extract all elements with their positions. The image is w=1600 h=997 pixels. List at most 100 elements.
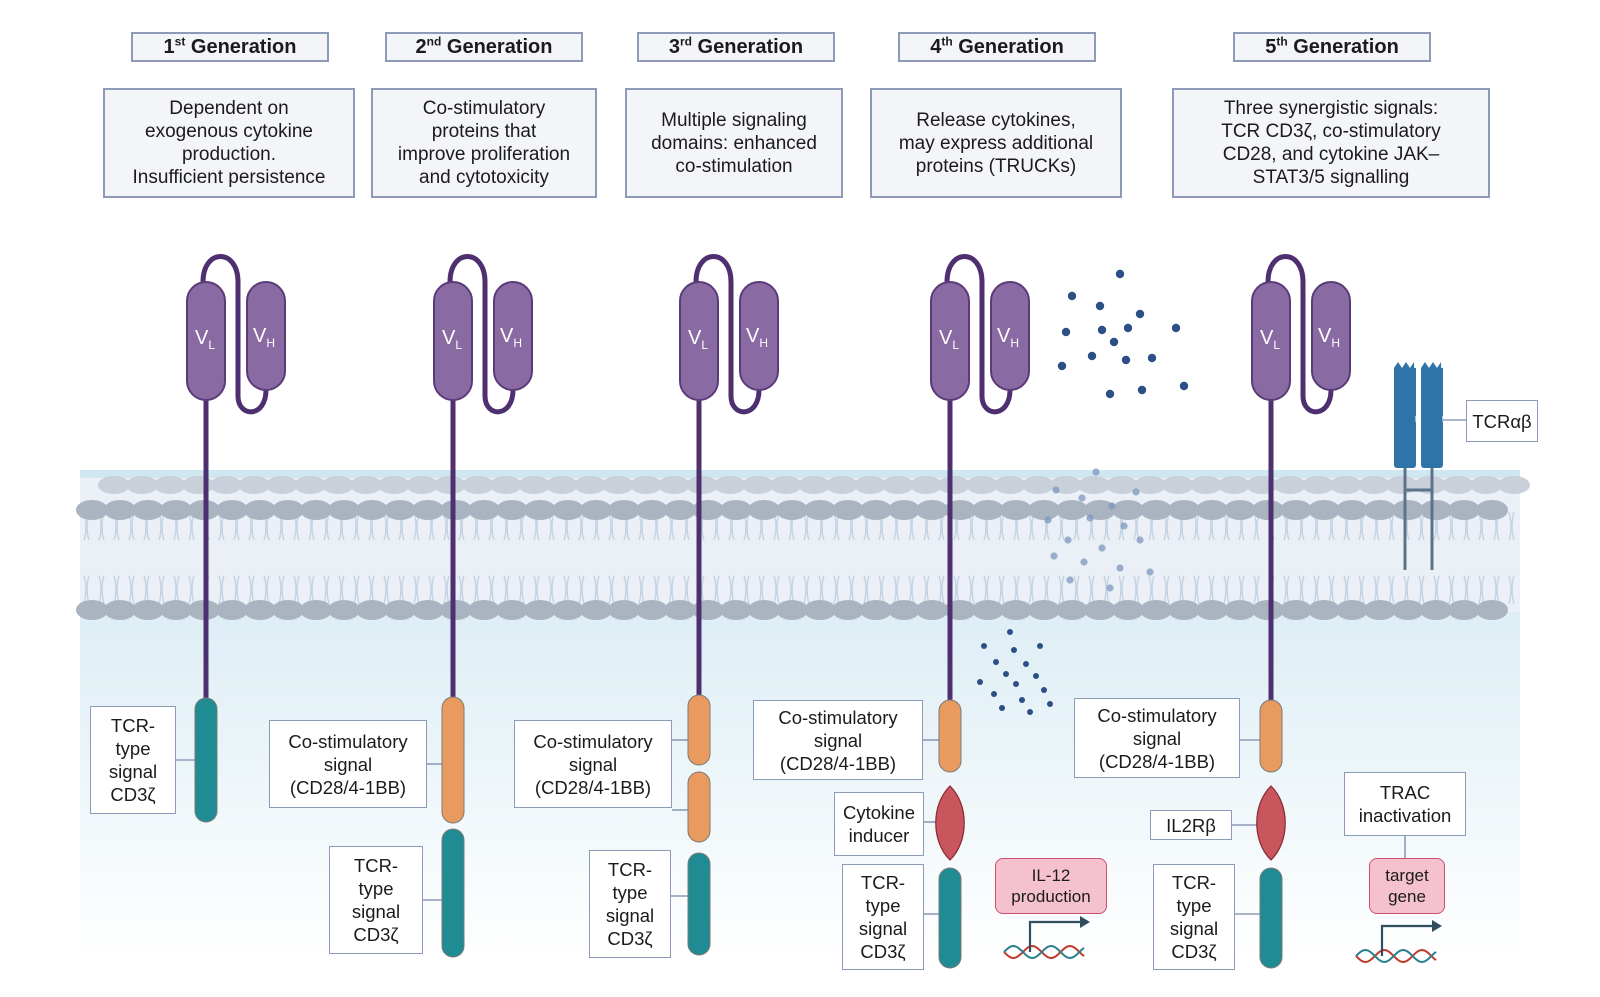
lipid-head — [440, 500, 472, 520]
lipid-head — [664, 500, 696, 520]
lipid-head — [1140, 500, 1172, 520]
gen1-vh-domain — [246, 281, 286, 391]
lipid-head — [1028, 600, 1060, 620]
lipid-head — [104, 600, 136, 620]
lipid-tail — [548, 575, 552, 605]
lipid-tail — [296, 575, 300, 605]
cytokine-dot — [1105, 389, 1115, 399]
lipid-head — [1392, 500, 1424, 520]
lipid-head — [748, 600, 780, 620]
cytokine-dot — [1137, 385, 1147, 395]
gen5-costim-label: Co-stimulatory signal (CD28/4-1BB) — [1074, 698, 1240, 778]
gen4-title-rest: Generation — [952, 36, 1064, 58]
gen5-il2rb-label: IL2Rβ — [1150, 810, 1232, 840]
lipid-tail — [248, 575, 252, 605]
lipid-head — [350, 476, 382, 494]
cytokine-dot — [1041, 687, 1047, 693]
gen2-title-num: 2 — [415, 36, 427, 58]
dna-strand-red — [1355, 948, 1437, 963]
lipid-head — [1022, 476, 1054, 494]
lipid-head — [524, 600, 556, 620]
lipid-tail — [1478, 575, 1482, 605]
gen2-vh-domain — [493, 281, 533, 391]
lipid-head — [462, 476, 494, 494]
lipid-tail — [686, 575, 690, 605]
lipid-tail — [1061, 575, 1065, 605]
lipid-tail — [1031, 575, 1035, 605]
lipid-head — [832, 500, 864, 520]
lipid-tail — [1136, 575, 1140, 605]
lipid-head — [272, 600, 304, 620]
lipid-head — [664, 600, 696, 620]
lipid-tail — [803, 575, 807, 605]
lipid-head — [888, 600, 920, 620]
lipid-tail — [1283, 575, 1287, 605]
lipid-head — [300, 500, 332, 520]
lipid-head — [742, 476, 774, 494]
lipid-head — [1056, 500, 1088, 520]
lipid-tail — [1253, 575, 1257, 605]
lipid-head — [1218, 476, 1250, 494]
lipid-head — [76, 500, 108, 520]
lipid-head — [1308, 600, 1340, 620]
lipid-head — [860, 600, 892, 620]
lipid-head — [244, 500, 276, 520]
lipid-tail — [416, 575, 420, 605]
lipid-head — [910, 476, 942, 494]
lipid-head — [1000, 500, 1032, 520]
lipid-tail — [743, 575, 747, 605]
lipid-tail — [1511, 511, 1515, 541]
lipid-tail — [836, 575, 840, 605]
lipid-head — [1392, 600, 1424, 620]
gen2-title-sup: nd — [426, 34, 442, 49]
cytokine-dot — [1123, 323, 1133, 333]
lipid-tail — [1028, 575, 1032, 605]
target-arrow-head — [1432, 920, 1442, 932]
lipid-head — [1224, 500, 1256, 520]
lipid-head — [776, 500, 808, 520]
dna-strand-teal — [1003, 945, 1085, 960]
gen1-cd3z-domain — [194, 697, 218, 823]
lipid-tail — [1391, 575, 1395, 605]
lipid-head — [406, 476, 438, 494]
lipid-tail — [746, 575, 750, 605]
lipid-tail — [833, 575, 837, 605]
trac-inactivation-label: TRAC inactivation — [1344, 772, 1466, 836]
cytokine-dot — [1061, 327, 1071, 337]
lipid-head — [966, 476, 998, 494]
gen4-title-sup: th — [941, 34, 953, 49]
lipid-tail — [1256, 575, 1260, 605]
lipid-tail — [161, 575, 165, 605]
lipid-head — [328, 600, 360, 620]
cytokine-dot — [1098, 544, 1106, 552]
cytokine-dot — [1108, 502, 1116, 510]
gen2-costim-label: Co-stimulatory signal (CD28/4-1BB) — [269, 720, 427, 808]
lipid-tail — [473, 575, 477, 605]
lipid-tail — [1451, 575, 1455, 605]
gen5-description: Three synergistic signals: TCR CD3ζ, co-… — [1172, 88, 1490, 198]
cytokine-dot — [1095, 301, 1105, 311]
lipid-head — [160, 600, 192, 620]
lipid-head — [1140, 600, 1172, 620]
lipid-tail — [863, 575, 867, 605]
cytokine-dot — [1066, 576, 1074, 584]
cytokine-dot — [1064, 536, 1072, 544]
lipid-head — [580, 500, 612, 520]
lipid-head — [238, 476, 270, 494]
lipid-head — [210, 476, 242, 494]
lipid-tail — [911, 575, 915, 605]
lipid-head — [1336, 500, 1368, 520]
tcr-chain-lower — [1394, 420, 1416, 468]
dna-strand-red — [1003, 944, 1085, 959]
gen3-title-num: 3 — [668, 36, 680, 58]
cytokine-dot — [981, 643, 987, 649]
cytokine-dot — [1047, 701, 1053, 707]
lipid-tail — [323, 575, 327, 605]
lipid-head — [294, 476, 326, 494]
gen1-title: 1st Generation — [131, 32, 329, 62]
lipid-head — [1106, 476, 1138, 494]
gen2-cd3z-domain — [441, 828, 465, 958]
